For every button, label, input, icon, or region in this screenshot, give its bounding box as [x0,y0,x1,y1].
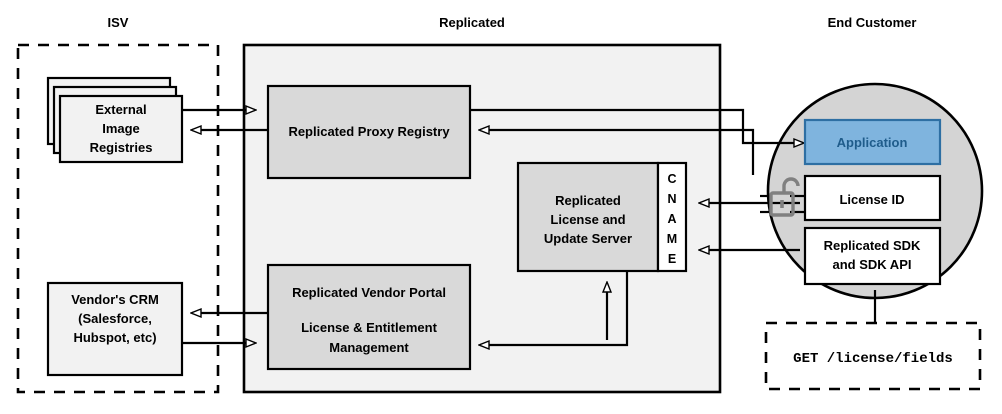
connector-proxy-to-application [470,108,803,143]
license-id-box [803,174,942,222]
replicated-sdk-box [803,226,942,286]
zone-title-isv: ISV [108,15,129,30]
cname-letter-m: M [667,232,677,246]
node-external-image-registries[interactable]: External Image Registries [46,76,184,164]
replicated-sdk-line-1: Replicated SDK [824,238,921,253]
node-replicated-proxy-registry[interactable]: Replicated Proxy Registry [266,84,472,180]
node-application[interactable]: Application [803,118,942,166]
node-license-id[interactable]: License ID [803,174,942,222]
zone-title-end-customer: End Customer [828,15,917,30]
api-request-box [764,321,982,391]
node-replicated-vendor-portal[interactable]: Replicated Vendor Portal License & Entit… [266,263,472,371]
vendors-crm-line-3: Hubspot, etc) [73,330,156,345]
cname-letter-n: N [667,192,676,206]
license-update-server-line-2: License and [550,212,625,227]
connector-application-to-proxy [480,130,755,175]
connector-server-to-vendorportal [480,271,629,345]
replicated-license-update-server-box [516,161,660,273]
license-update-server-line-3: Update Server [544,231,632,246]
node-replicated-sdk[interactable]: Replicated SDK and SDK API [803,226,942,286]
replicated-vendor-portal-box [266,263,472,371]
replicated-proxy-registry-box [266,84,472,180]
external-image-registries-line-1: External [95,102,146,117]
zone-isv [16,43,220,394]
cname-letter-c: C [667,172,676,186]
cname-box [656,161,688,273]
application-label: Application [837,135,908,150]
external-image-registries-line-3: Registries [90,140,153,155]
vendors-crm-box [46,281,184,377]
vendor-portal-line-1: Replicated Vendor Portal [292,285,446,300]
application-box [803,118,942,166]
vendors-crm-line-2: (Salesforce, [78,311,152,326]
replicated-proxy-registry-label: Replicated Proxy Registry [288,124,450,139]
api-request-label: GET /license/fields [793,351,953,367]
vendor-portal-line-4: Management [329,340,409,355]
node-cname[interactable]: C N A M E [656,161,688,273]
license-id-label: License ID [839,192,904,207]
vendor-portal-line-3: License & Entitlement [301,320,437,335]
cname-letter-a: A [667,212,676,226]
zone-title-replicated: Replicated [439,15,505,30]
replicated-sdk-line-2: and SDK API [833,257,912,272]
stack-layer-front [58,94,184,164]
external-image-registries-line-2: Image [102,121,140,136]
node-replicated-license-update-server[interactable]: Replicated License and Update Server [516,161,660,273]
cname-letter-e: E [668,252,676,266]
license-update-server-line-1: Replicated [555,193,621,208]
node-vendors-crm[interactable]: Vendor's CRM (Salesforce, Hubspot, etc) [46,281,184,377]
node-api-request[interactable]: GET /license/fields [764,321,982,391]
unlocked-padlock-icon [769,177,800,217]
vendors-crm-line-1: Vendor's CRM [71,292,159,307]
